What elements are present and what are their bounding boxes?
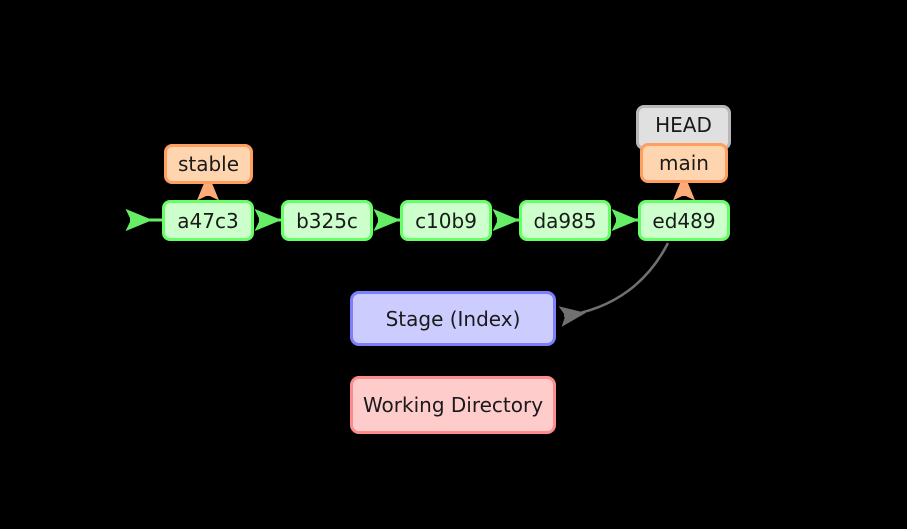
commit-node-b325c[interactable]: b325c [281, 200, 373, 241]
working-directory-label: Working Directory [362, 393, 544, 417]
commit-label: da985 [533, 208, 597, 233]
commit-to-stage-arrow [558, 242, 670, 327]
working-directory-box[interactable]: Working Directory [350, 376, 556, 434]
ref-stable[interactable]: stable [164, 144, 253, 184]
commit-label: ed489 [652, 208, 716, 233]
ref-pointer-arrows [196, 173, 696, 201]
ref-head-label: HEAD [655, 113, 712, 137]
commit-label: a47c3 [177, 208, 239, 233]
commit-label: c10b9 [415, 208, 477, 233]
ref-main[interactable]: main [640, 143, 728, 183]
commit-label: b325c [296, 208, 358, 233]
commit-node-c10b9[interactable]: c10b9 [400, 200, 492, 241]
stage-index-label: Stage (Index) [385, 306, 521, 331]
commit-node-da985[interactable]: da985 [519, 200, 611, 241]
commit-node-a47c3[interactable]: a47c3 [162, 200, 254, 241]
commit-node-ed489[interactable]: ed489 [638, 200, 730, 241]
arrow-ed489-to-stage [558, 242, 670, 327]
ref-stable-label: stable [177, 152, 240, 176]
stage-index-box[interactable]: Stage (Index) [350, 291, 556, 346]
ref-main-label: main [659, 151, 709, 175]
ref-head[interactable]: HEAD [636, 105, 731, 150]
